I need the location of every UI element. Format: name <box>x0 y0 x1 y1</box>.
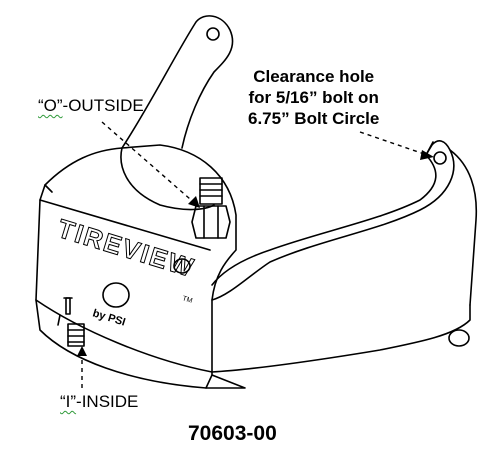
top-tab <box>121 15 234 149</box>
outside-leader <box>101 121 199 207</box>
tireview-logo: TIREVIEW <box>54 213 198 283</box>
outside-label-prefix: “O” <box>38 96 63 115</box>
trademark-mark: TM <box>181 295 193 305</box>
clearance-hole <box>433 151 447 165</box>
clearance-label: Clearance hole for 5/16” bolt on 6.75” B… <box>248 66 379 129</box>
outside-nut <box>191 205 231 239</box>
inside-arrowhead <box>77 346 87 356</box>
clearance-arrowhead <box>420 150 434 160</box>
byline-logo: by PSI <box>91 307 127 328</box>
clearance-leader <box>359 131 431 157</box>
inside-label-prefix: “I” <box>60 392 77 411</box>
inside-valve-stem <box>67 323 85 347</box>
outside-valve-stem <box>199 177 223 205</box>
part-number: 70603-00 <box>188 422 277 445</box>
top-tab-hole <box>206 27 220 41</box>
clearance-line-2: for 5/16” bolt on <box>248 88 379 107</box>
outside-label: “O”-OUTSIDE <box>38 96 144 116</box>
outside-label-text: -OUTSIDE <box>62 96 144 115</box>
clearance-line-1: Clearance hole <box>253 67 375 86</box>
outside-arrowhead <box>188 196 200 208</box>
body-hole-small <box>173 258 191 274</box>
main-body <box>35 144 237 389</box>
body-hole-large <box>102 282 130 308</box>
inside-label-text: -INSIDE <box>76 392 139 411</box>
curved-arm <box>211 140 455 301</box>
inside-label: “I”-INSIDE <box>60 392 138 412</box>
arm-foot <box>448 329 470 347</box>
clearance-line-3: 6.75” Bolt Circle <box>248 109 380 128</box>
